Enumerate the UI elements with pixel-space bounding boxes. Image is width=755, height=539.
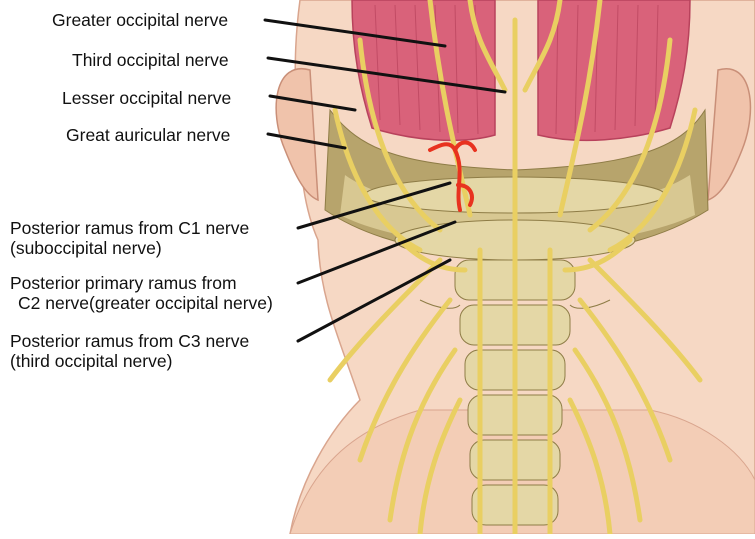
label-c2-line1: Posterior primary ramus from bbox=[10, 273, 273, 293]
label-greater-occipital-nerve: Greater occipital nerve bbox=[52, 10, 228, 30]
label-c1-line1: Posterior ramus from C1 nerve bbox=[10, 218, 249, 238]
label-c3-line1: Posterior ramus from C3 nerve bbox=[10, 331, 249, 351]
label-c3-line2: (third occipital nerve) bbox=[10, 351, 249, 371]
label-great-auricular-nerve: Great auricular nerve bbox=[66, 125, 230, 145]
label-lesser-occipital-nerve: Lesser occipital nerve bbox=[62, 88, 231, 108]
label-c1-line2: (suboccipital nerve) bbox=[10, 238, 249, 258]
label-c2-posterior-ramus: Posterior primary ramus from C2 nerve(gr… bbox=[10, 273, 273, 313]
label-c2-line2: C2 nerve(greater occipital nerve) bbox=[10, 293, 273, 313]
left-ear bbox=[276, 69, 318, 200]
label-third-occipital-nerve: Third occipital nerve bbox=[72, 50, 229, 70]
label-c3-posterior-ramus: Posterior ramus from C3 nerve (third occ… bbox=[10, 331, 249, 371]
label-c1-posterior-ramus: Posterior ramus from C1 nerve (suboccipi… bbox=[10, 218, 249, 258]
